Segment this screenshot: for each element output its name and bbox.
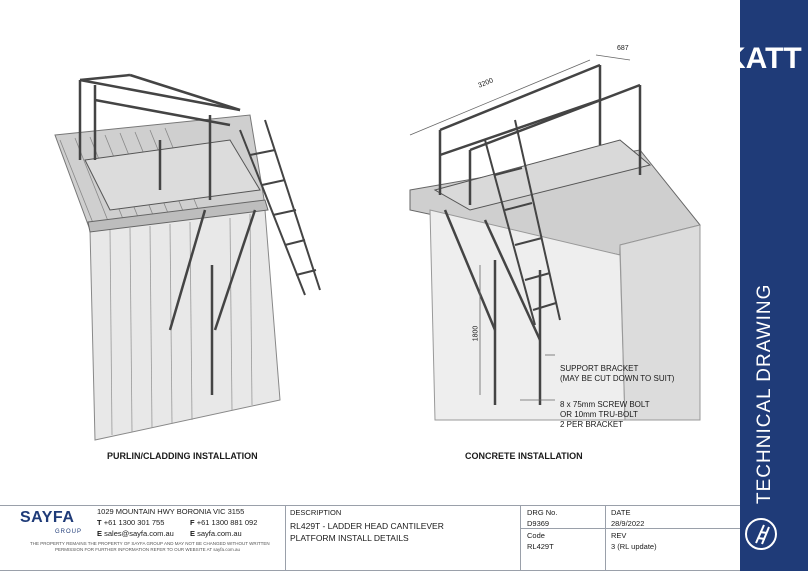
purlin-installation-drawing <box>54 73 321 441</box>
sidebar <box>740 0 808 571</box>
divider-3 <box>605 505 606 571</box>
title-block-top-border <box>0 505 740 506</box>
bolt-note: 8 x 75mm SCREW BOLT OR 10mm TRU-BOLT 2 P… <box>560 400 650 429</box>
description-line-2: PLATFORM INSTALL DETAILS <box>290 533 409 543</box>
date-label: DATE <box>611 508 631 517</box>
rev-label: REV <box>611 531 627 540</box>
divider-1 <box>285 505 286 571</box>
ladder-right <box>484 119 561 326</box>
rev-value: 3 (RL update) <box>611 542 657 551</box>
depth-dimension: 687 <box>617 45 629 52</box>
email-row: E sales@sayfa.com.au <box>97 529 174 538</box>
concrete-installation-drawing <box>409 54 701 421</box>
code-label: Code <box>527 531 545 540</box>
description-label: DESCRIPTION <box>290 508 342 517</box>
divider-h1 <box>520 528 740 529</box>
drg-no-value: D9369 <box>527 519 550 528</box>
bracket-height-dimension: 1800 <box>472 325 480 342</box>
support-bracket-note: SUPPORT BRACKET (MAY BE CUT DOWN TO SUIT… <box>560 364 675 383</box>
disclaimer-1: THE PROPERTY REMAINS THE PROPERTY OF SAY… <box>30 541 270 546</box>
divider-2 <box>520 505 521 571</box>
ladder-badge-icon <box>745 518 777 550</box>
disclaimer-2: PERMISSION FOR FURTHER INFORMATION REFER… <box>55 547 241 552</box>
code-value: RL429T <box>527 542 554 551</box>
sayfa-logo: SAYFA <box>20 509 75 526</box>
date-value: 28/9/2022 <box>611 519 645 528</box>
web-row: E sayfa.com.au <box>190 529 242 538</box>
ladder-left <box>239 119 321 296</box>
technical-drawing <box>54 54 701 441</box>
svg-text:KATT: KATT <box>724 42 802 75</box>
sayfa-group-label: GROUP <box>55 529 83 535</box>
fax-row: F +61 1300 881 092 <box>190 518 258 527</box>
technical-drawing-label: TECHNICAL DRAWING <box>754 283 775 504</box>
concrete-caption: CONCRETE INSTALLATION <box>465 451 583 461</box>
drg-no-label: DRG No. <box>527 508 558 517</box>
katt-logo: KATT <box>724 42 802 75</box>
company-address: 1029 MOUNTAIN HWY BORONIA VIC 3155 <box>97 507 245 516</box>
phone-row: T +61 1300 301 755 <box>97 518 165 527</box>
description-line-1: RL429T - LADDER HEAD CANTILEVER <box>290 521 444 531</box>
purlin-caption: PURLIN/CLADDING INSTALLATION <box>107 451 258 461</box>
